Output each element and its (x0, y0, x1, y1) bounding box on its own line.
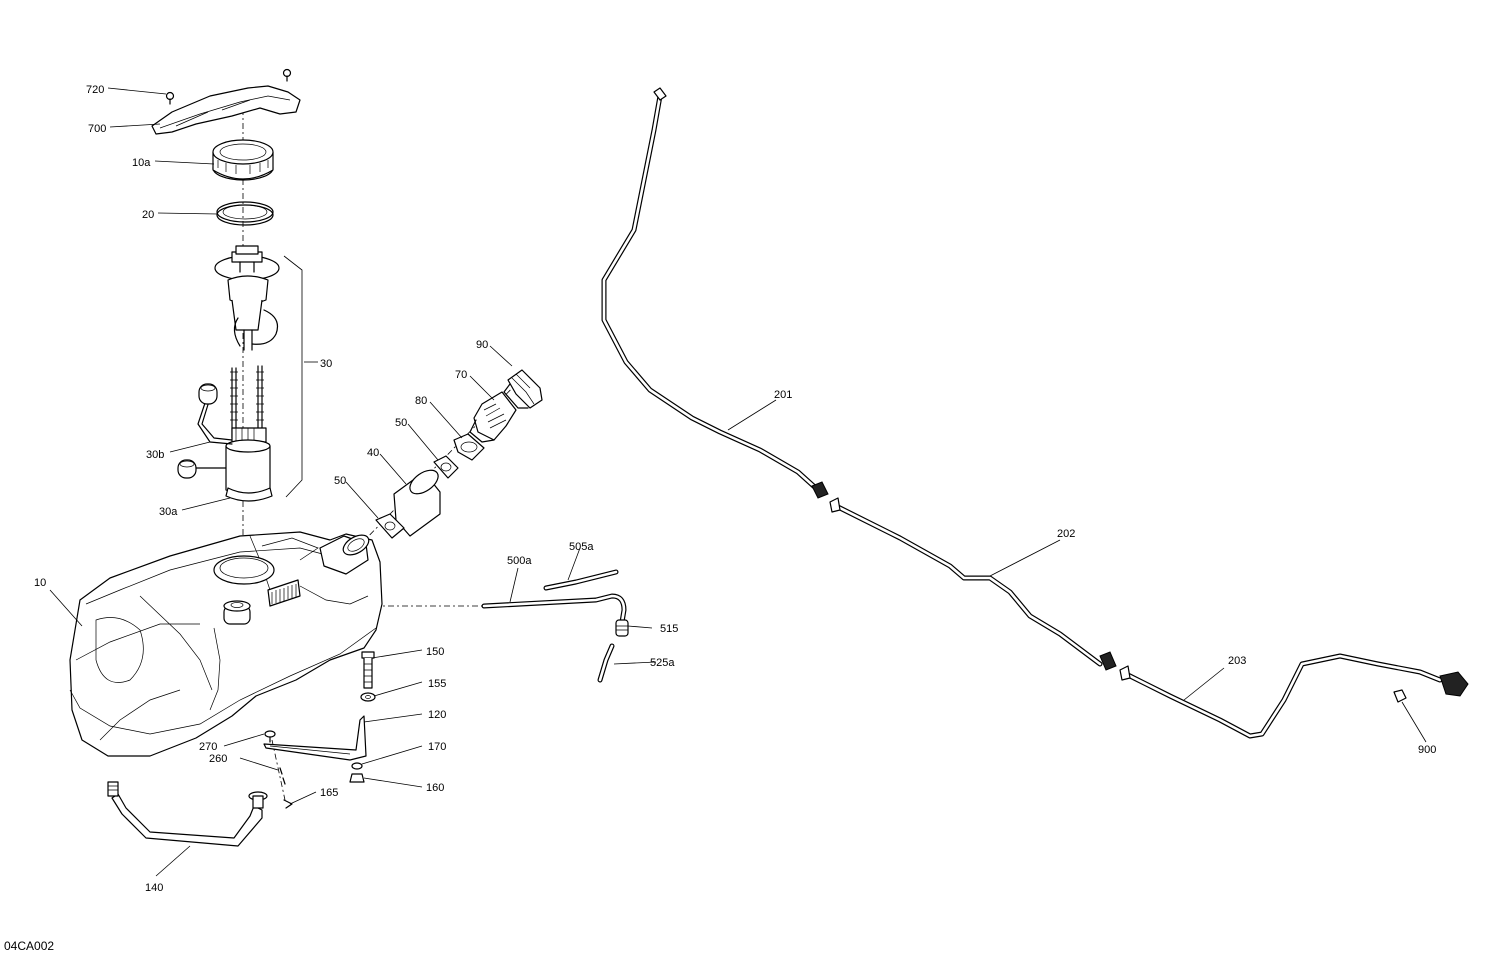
callout-155: 155 (428, 678, 446, 690)
callout-525a: 525a (650, 657, 675, 669)
filter-sock (177, 459, 227, 479)
callout-900: 900 (1418, 744, 1436, 756)
clamp-80 (453, 433, 485, 461)
fuel-cap (503, 369, 543, 409)
heat-shield (151, 85, 301, 135)
bracket-120 (263, 715, 367, 761)
callout-10: 10 (34, 577, 46, 589)
callout-202: 202 (1057, 528, 1075, 540)
bolt-270 (264, 730, 276, 743)
check-valve-515 (615, 619, 629, 637)
callout-160: 160 (426, 782, 444, 794)
callout-203: 203 (1228, 655, 1246, 667)
callout-120: 120 (428, 709, 446, 721)
assembly-bracket (283, 255, 303, 498)
spacer-260 (279, 767, 286, 785)
callout-140: 140 (145, 882, 163, 894)
callout-70: 70 (455, 369, 467, 381)
nut-170 (351, 762, 363, 770)
callout-260: 260 (209, 753, 227, 765)
callout-90: 90 (476, 339, 488, 351)
screw-720 (165, 68, 292, 105)
clip-165 (283, 799, 293, 809)
clip-900 (1393, 689, 1407, 703)
callout-500a: 500a (507, 555, 532, 567)
callout-80: 80 (415, 395, 427, 407)
callout-50-top: 50 (395, 417, 407, 429)
nut-160 (349, 773, 365, 783)
callout-30a: 30a (159, 506, 178, 518)
clamp-50-bottom (375, 513, 405, 539)
bolt-axis-line (271, 739, 286, 801)
fuel-line-203 (1119, 653, 1469, 739)
vent-hose-525a (597, 643, 615, 683)
callout-30b: 30b (146, 449, 164, 461)
callout-720: 720 (86, 84, 104, 96)
vent-hose-505a (543, 569, 619, 591)
fuel-line-202 (829, 497, 1117, 671)
fuel-level-float (198, 383, 218, 405)
callout-10a: 10a (132, 157, 151, 169)
callout-40: 40 (367, 447, 379, 459)
callout-30: 30 (320, 358, 332, 370)
filler-hose (393, 469, 441, 537)
fuel-pump-assembly (177, 245, 280, 502)
vent-hose-500a (481, 593, 627, 625)
fuel-line-201 (601, 87, 829, 499)
callout-505a: 505a (569, 541, 594, 553)
fuel-tank (69, 531, 383, 757)
washer-155 (360, 692, 376, 702)
callout-20: 20 (142, 209, 154, 221)
lock-ring (212, 139, 274, 181)
callout-515: 515 (660, 623, 678, 635)
strap-140 (107, 781, 268, 847)
callout-150: 150 (426, 646, 444, 658)
bolt-150 (361, 651, 375, 689)
filler-neck (469, 391, 517, 443)
leader-lines (49, 87, 1427, 877)
callout-50-bottom: 50 (334, 475, 346, 487)
callout-700: 700 (88, 123, 106, 135)
callout-labels: 720 700 10a 20 30 30b 30a 10 90 70 80 50… (34, 84, 1436, 894)
callout-170: 170 (428, 741, 446, 753)
figure-code: 04CA002 (4, 939, 54, 953)
clamp-50-top (433, 455, 459, 479)
callout-270: 270 (199, 741, 217, 753)
callout-165: 165 (320, 787, 338, 799)
gasket (216, 201, 274, 226)
callout-201: 201 (774, 389, 792, 401)
